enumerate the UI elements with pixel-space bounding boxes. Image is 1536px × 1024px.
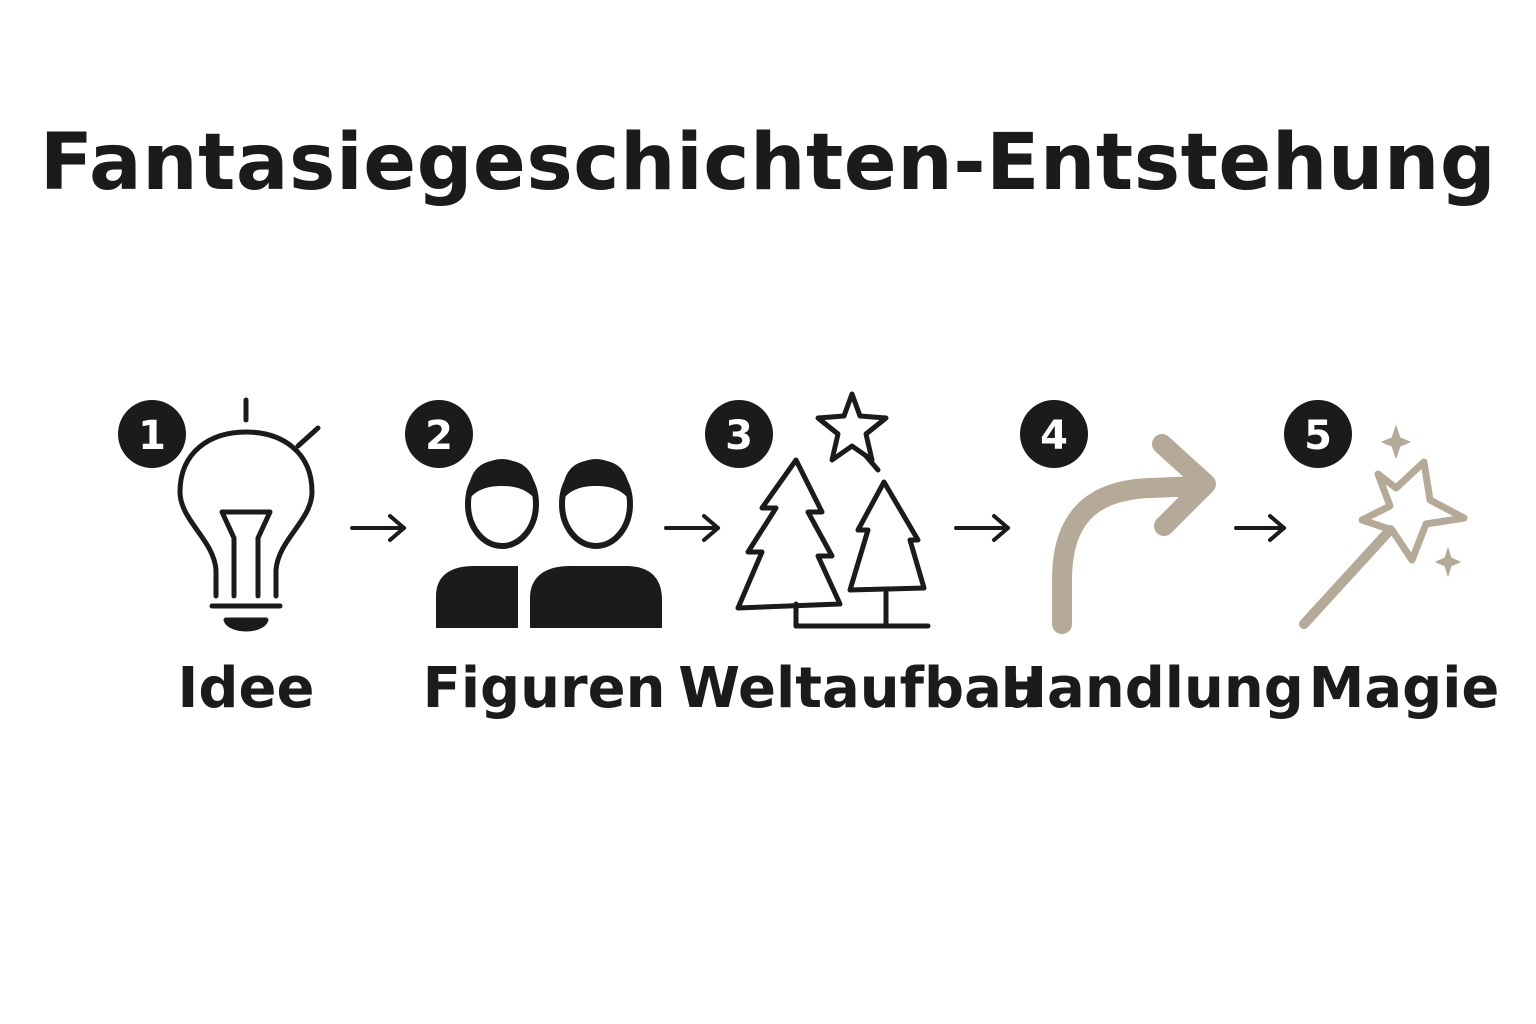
step-4: 4 bbox=[1020, 400, 1216, 634]
step-5: 5 bbox=[1284, 400, 1468, 629]
arrow-right-icon bbox=[350, 514, 406, 542]
step-number-1: 1 bbox=[138, 413, 166, 459]
diagram-title: Fantasiegeschichten-Entstehung bbox=[39, 118, 1497, 208]
trees-star-icon bbox=[735, 391, 931, 629]
step-label-4: Handlung bbox=[1000, 656, 1304, 721]
star-icon bbox=[815, 391, 889, 463]
step-2: 2 bbox=[405, 400, 662, 628]
step-number-badge-2: 2 bbox=[405, 400, 473, 468]
step-label-1: Idee bbox=[177, 656, 315, 721]
step-label-3: Weltaufbau bbox=[678, 656, 1042, 721]
arrow-right-icon bbox=[954, 514, 1010, 542]
step-number-4: 4 bbox=[1040, 413, 1068, 459]
step-number-3: 3 bbox=[725, 413, 753, 459]
step-1: 1 bbox=[118, 397, 321, 632]
step-number-5: 5 bbox=[1304, 413, 1332, 459]
step-label-5: Magie bbox=[1308, 656, 1500, 721]
step-number-2: 2 bbox=[425, 413, 453, 459]
magic-wand-icon bbox=[1299, 425, 1468, 629]
arrow-right-icon bbox=[1234, 514, 1286, 542]
step-number-badge-5: 5 bbox=[1284, 400, 1352, 468]
step-3: 3 bbox=[705, 391, 931, 629]
people-icon bbox=[436, 459, 662, 628]
curved-arrow-icon bbox=[1052, 434, 1216, 634]
lightbulb-icon bbox=[177, 397, 321, 632]
step-number-badge-3: 3 bbox=[705, 400, 773, 468]
step-number-badge-4: 4 bbox=[1020, 400, 1088, 468]
arrow-right-icon bbox=[664, 514, 720, 542]
step-number-badge-1: 1 bbox=[118, 400, 186, 468]
step-label-2: Figuren bbox=[422, 656, 666, 721]
